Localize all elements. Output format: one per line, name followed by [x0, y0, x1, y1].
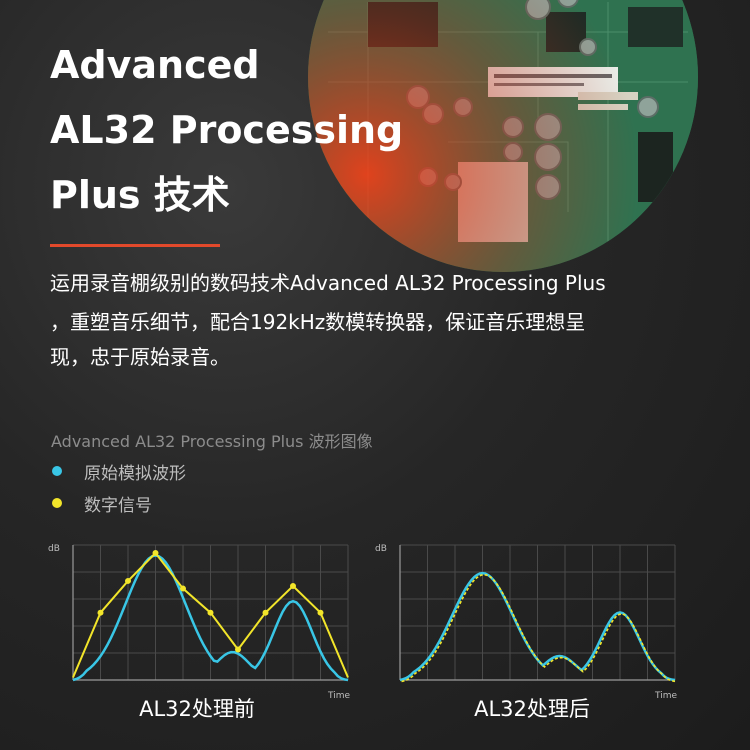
y-axis-label: dB — [48, 544, 60, 554]
digital-sample-point — [262, 609, 269, 616]
chart-before-processing: dB Time — [45, 538, 355, 708]
series-digital-line — [401, 573, 677, 683]
description-line-2: ，重塑音乐细节，配合192kHz数模转换器，保证音乐理想呈 — [50, 310, 586, 334]
hero-title-line-1: Advanced — [50, 43, 260, 87]
x-axis-label: Time — [654, 691, 677, 701]
circuit-board-image — [308, 0, 698, 272]
digital-sample-point — [290, 583, 296, 590]
hero-title-line-2: AL32 Processing — [50, 108, 404, 152]
digital-sample-point — [207, 609, 214, 616]
accent-divider — [50, 244, 220, 247]
chart-caption-after: AL32处理后 — [474, 697, 590, 721]
y-axis-label: dB — [375, 544, 387, 554]
waveform-chart-before: dB Time — [48, 544, 350, 701]
digital-sample-point — [317, 609, 324, 616]
legend-label: 原始模拟波形 — [84, 463, 186, 484]
waveform-chart-after: dB Time — [375, 544, 677, 701]
digital-sample-point — [235, 646, 241, 653]
description-line-3: 现，忠于原始录音。 — [50, 345, 230, 369]
digital-sample-point — [97, 609, 104, 616]
waveform-section-title: Advanced AL32 Processing Plus 波形图像 — [51, 432, 373, 451]
digital-sample-point — [152, 550, 159, 556]
legend-item-analog: 原始模拟波形 — [50, 461, 186, 484]
description-line-1: 运用录音棚级别的数码技术Advanced AL32 Processing Plu… — [50, 271, 606, 295]
x-axis-label: Time — [327, 691, 350, 701]
series-analog-line — [72, 554, 349, 682]
chart-after-processing: dB Time — [372, 538, 682, 708]
hero-title-line-3: Plus 技术 — [50, 173, 230, 217]
chart-caption-before: AL32处理前 — [139, 697, 255, 721]
legend-dot-icon — [52, 466, 62, 476]
legend-dot-icon — [52, 498, 62, 508]
legend-item-digital: 数字信号 — [50, 493, 152, 516]
digital-sample-point — [125, 577, 131, 584]
digital-sample-point — [180, 585, 186, 592]
circuit-board-illustration — [308, 0, 698, 272]
legend-label: 数字信号 — [84, 495, 152, 516]
